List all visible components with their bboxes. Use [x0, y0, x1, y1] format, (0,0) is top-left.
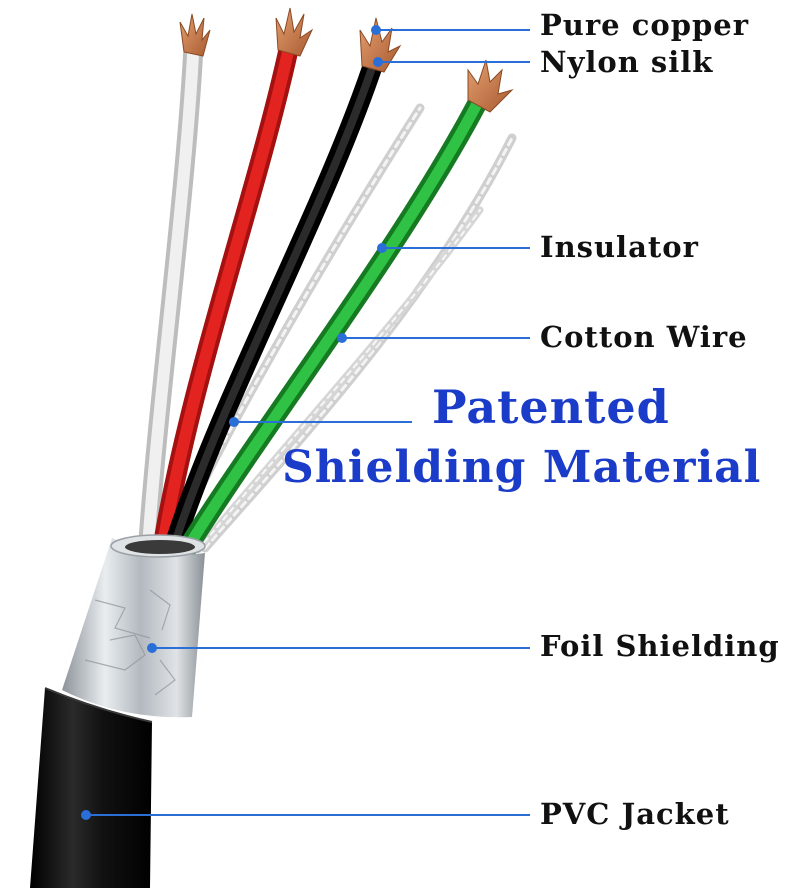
wires: [138, 42, 488, 562]
label-pure-copper: Pure copper: [540, 8, 750, 42]
label-nylon-silk: Nylon silk: [540, 45, 714, 79]
label-foil-shielding: Foil Shielding: [540, 629, 780, 663]
headline-line-2: Shielding Material: [282, 442, 762, 493]
label-insulator: Insulator: [540, 230, 699, 264]
foil-texture: [84, 589, 176, 696]
foil-sleeve: [62, 538, 205, 718]
pvc-jacket: [30, 688, 152, 888]
label-cotton-wire: Cotton Wire: [540, 320, 748, 354]
headline-line-1: Patented: [432, 380, 670, 434]
leader-lines: [81, 25, 530, 820]
label-pvc-jacket: PVC Jacket: [540, 797, 730, 831]
copper-strands: [179, 7, 514, 113]
